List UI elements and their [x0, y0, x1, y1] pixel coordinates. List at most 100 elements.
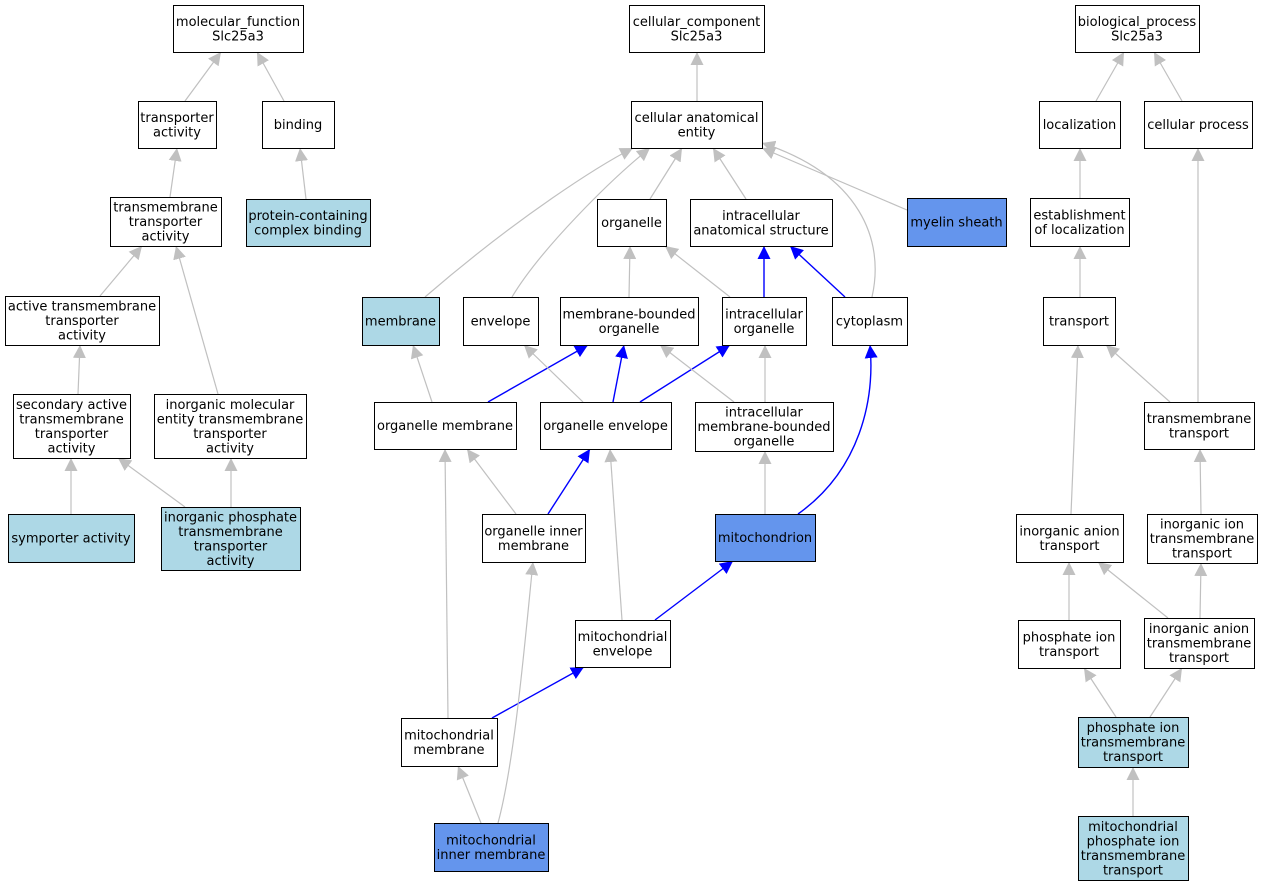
node-label-line: mitochondrial: [578, 630, 668, 645]
node-cellular-process[interactable]: cellular process: [1144, 101, 1253, 149]
node-label-line: intracellular: [725, 406, 803, 421]
node-label-line: intracellular: [722, 209, 800, 224]
node-label-line: organelle membrane: [377, 419, 513, 434]
edge-binding-to-molecular_function: [256, 51, 285, 102]
node-label-line: mitochondrial: [446, 833, 536, 848]
edges-layer: [64, 51, 1208, 824]
node-box: [690, 199, 833, 247]
edge-intracellular_organelle-to-organelle: [664, 245, 731, 298]
node-label-line: cellular anatomical: [635, 111, 759, 126]
edge-membrane-to-cellular_anatomical_entity: [424, 147, 634, 298]
node-membrane[interactable]: membrane: [362, 297, 440, 346]
node-box: [1144, 618, 1255, 669]
node-organelle[interactable]: organelle: [597, 199, 667, 247]
node-label-line: entity: [678, 125, 716, 140]
edge-cytoplasm-to-cellular_anatomical_entity: [761, 140, 876, 298]
node-cytoplasm[interactable]: cytoplasm: [832, 297, 908, 346]
edge-mitochondrion-to-cytoplasm: [797, 344, 878, 515]
node-label-line: inorganic anion: [1019, 524, 1119, 539]
node-label-line: mitochondrial: [1088, 820, 1178, 835]
node-organelle-membrane[interactable]: organelle membrane: [374, 402, 517, 450]
node-label-line: membrane: [365, 315, 436, 330]
node-box: [401, 718, 498, 767]
node-envelope[interactable]: envelope: [463, 297, 539, 346]
node-box: [540, 402, 672, 450]
node-myelin-sheath[interactable]: myelin sheath: [907, 198, 1007, 247]
node-symporter-activity[interactable]: symporter activity: [8, 514, 135, 563]
node-mitochondrion[interactable]: mitochondrion: [715, 514, 816, 562]
edge-organelle_membrane-to-membrane_bounded_organelle: [487, 344, 589, 403]
node-label-line: transport: [1172, 547, 1232, 562]
node-transport[interactable]: transport: [1043, 297, 1116, 346]
node-label-line: organelle: [734, 435, 795, 450]
node-label-line: phosphate ion: [1023, 630, 1116, 645]
node-label-line: localization: [1043, 118, 1117, 133]
node-label-line: activity: [206, 441, 254, 456]
node-box: [1075, 5, 1200, 53]
edge-inorganic_phosphate_transmembrane_transporter_activity-to-secondary_active_transmembrane_transporter_activity: [117, 457, 186, 508]
node-box: [1030, 198, 1130, 247]
node-label-line: organelle: [601, 216, 662, 231]
node-localization[interactable]: localization: [1039, 101, 1121, 149]
node-organelle-envelope[interactable]: organelle envelope: [540, 402, 672, 450]
node-box: [1078, 717, 1189, 768]
node-label-line: binding: [274, 118, 322, 133]
node-label-line: activity: [153, 125, 201, 140]
node-label-line: cellular process: [1147, 118, 1249, 133]
node-label-line: cellular_component: [633, 15, 761, 30]
node-box: [463, 297, 539, 346]
node-box: [715, 514, 816, 562]
node-label-line: Slc25a3: [212, 29, 264, 44]
edge-cytoplasm-to-intracellular_anatomical_structure: [789, 245, 846, 298]
node-box: [597, 199, 667, 247]
node-box: [1144, 101, 1253, 149]
node-box: [695, 402, 834, 452]
node-label-line: organelle envelope: [543, 419, 668, 434]
edge-myelin_sheath-to-cellular_anatomical_entity: [761, 147, 908, 211]
node-label-line: anatomical structure: [693, 223, 828, 238]
node-secondary-active-transmembrane-transporter-activity[interactable]: secondary activetransmembranetransporter…: [13, 394, 131, 459]
node-label-line: transporter: [140, 111, 214, 126]
edge-mitochondrial_envelope-to-organelle_envelope: [604, 448, 623, 621]
node-box: [8, 514, 135, 563]
node-label-line: transmembrane: [1147, 637, 1252, 652]
node-label-line: transmembrane: [1150, 532, 1255, 547]
node-box: [722, 297, 807, 346]
node-box: [1144, 402, 1255, 450]
node-label-line: myelin sheath: [910, 216, 1002, 231]
node-label-line: transport: [1169, 651, 1229, 666]
node-binding[interactable]: binding: [262, 101, 335, 149]
edge-organelle_inner_membrane-to-organelle_membrane: [466, 448, 517, 515]
node-box: [1043, 297, 1116, 346]
node-inorganic-phosphate-transmembrane-transporter-activity[interactable]: inorganic phosphatetransmembranetranspor…: [161, 507, 301, 571]
node-label-line: transmembrane: [1147, 412, 1252, 427]
node-label-line: inorganic phosphate: [164, 510, 297, 525]
node-label-line: Slc25a3: [671, 29, 723, 44]
node-label-line: transporter: [35, 427, 109, 442]
